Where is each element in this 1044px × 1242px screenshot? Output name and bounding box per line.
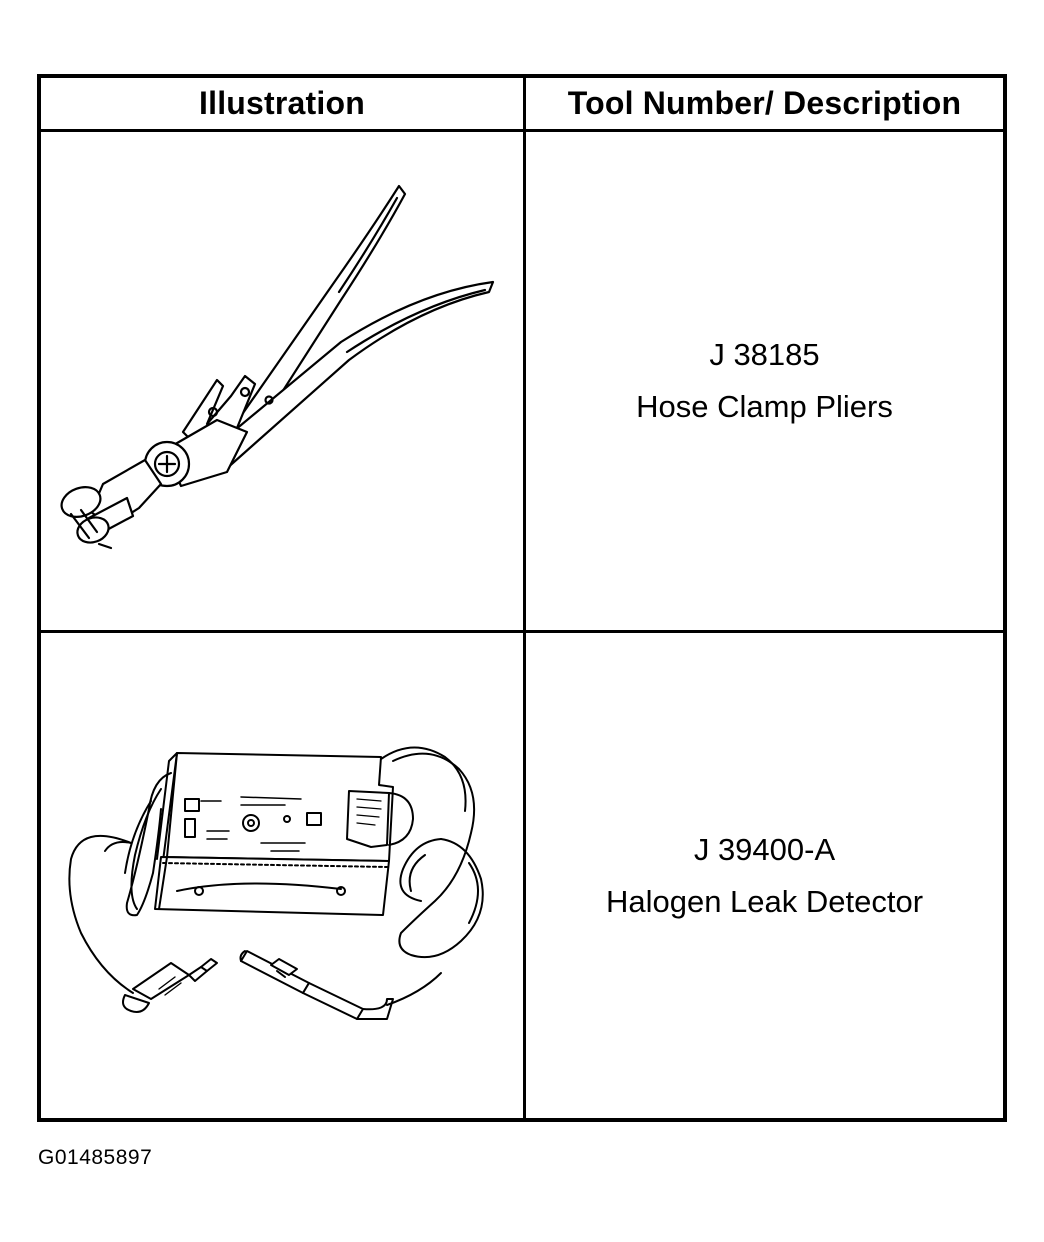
tool-name: Halogen Leak Detector bbox=[605, 883, 924, 919]
header-tool-number-description: Tool Number/ Description bbox=[567, 85, 962, 121]
table-row-2-description: J 39400-A Halogen Leak Detector bbox=[526, 633, 1003, 1118]
column-divider bbox=[523, 78, 526, 1118]
header-illustration: Illustration bbox=[199, 85, 365, 121]
tool-number: J 38185 bbox=[709, 337, 820, 372]
halogen-leak-detector-icon bbox=[68, 746, 484, 1020]
tool-name: Hose Clamp Pliers bbox=[636, 389, 893, 424]
table-row-2-illustration bbox=[41, 633, 523, 1118]
figure-id: G01485897 bbox=[38, 1146, 153, 1169]
table-header-row: Illustration Tool Number/ Description bbox=[41, 78, 1003, 132]
tool-table: Illustration Tool Number/ Description bbox=[37, 74, 1007, 1122]
tool-number: J 39400-A bbox=[693, 831, 836, 867]
table-row-1-description: J 38185 Hose Clamp Pliers bbox=[526, 132, 1003, 630]
table-row-1-illustration bbox=[41, 132, 523, 630]
hose-clamp-pliers-icon bbox=[60, 184, 495, 550]
row-divider bbox=[41, 630, 1003, 633]
